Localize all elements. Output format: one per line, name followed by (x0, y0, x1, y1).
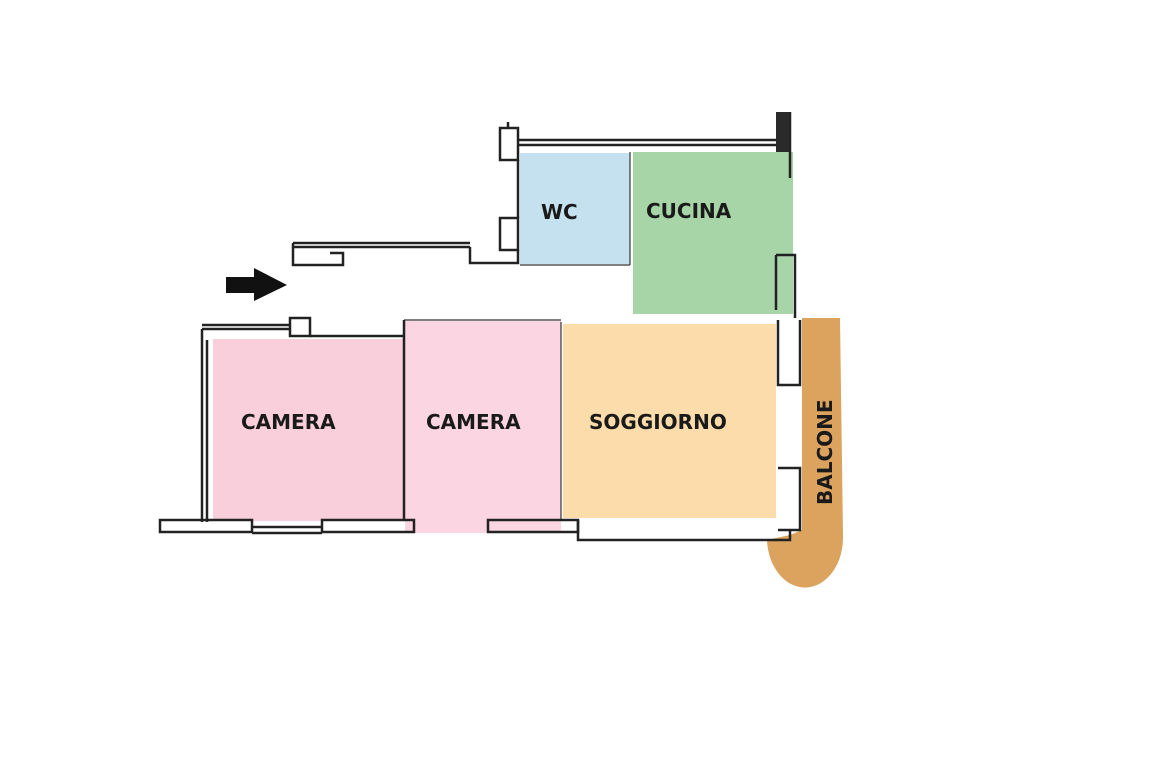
room-camera-2[interactable] (405, 321, 561, 533)
room-label-cucina: CUCINA (646, 199, 732, 223)
room-wc[interactable] (520, 153, 630, 264)
room-label-soggiorno: SOGGIORNO (589, 410, 727, 434)
room-label-wc: WC (541, 200, 578, 224)
walls (158, 112, 802, 542)
right-arrow-icon (226, 268, 287, 301)
room-label-camera-2: CAMERA (426, 410, 521, 434)
room-soggiorno[interactable] (563, 324, 776, 518)
room-camera-1[interactable] (213, 339, 404, 521)
room-cucina[interactable] (633, 152, 793, 314)
room-label-camera-1: CAMERA (241, 410, 336, 434)
room-label-balcone: BALCONE (813, 399, 837, 505)
room-balcone[interactable] (767, 318, 844, 588)
